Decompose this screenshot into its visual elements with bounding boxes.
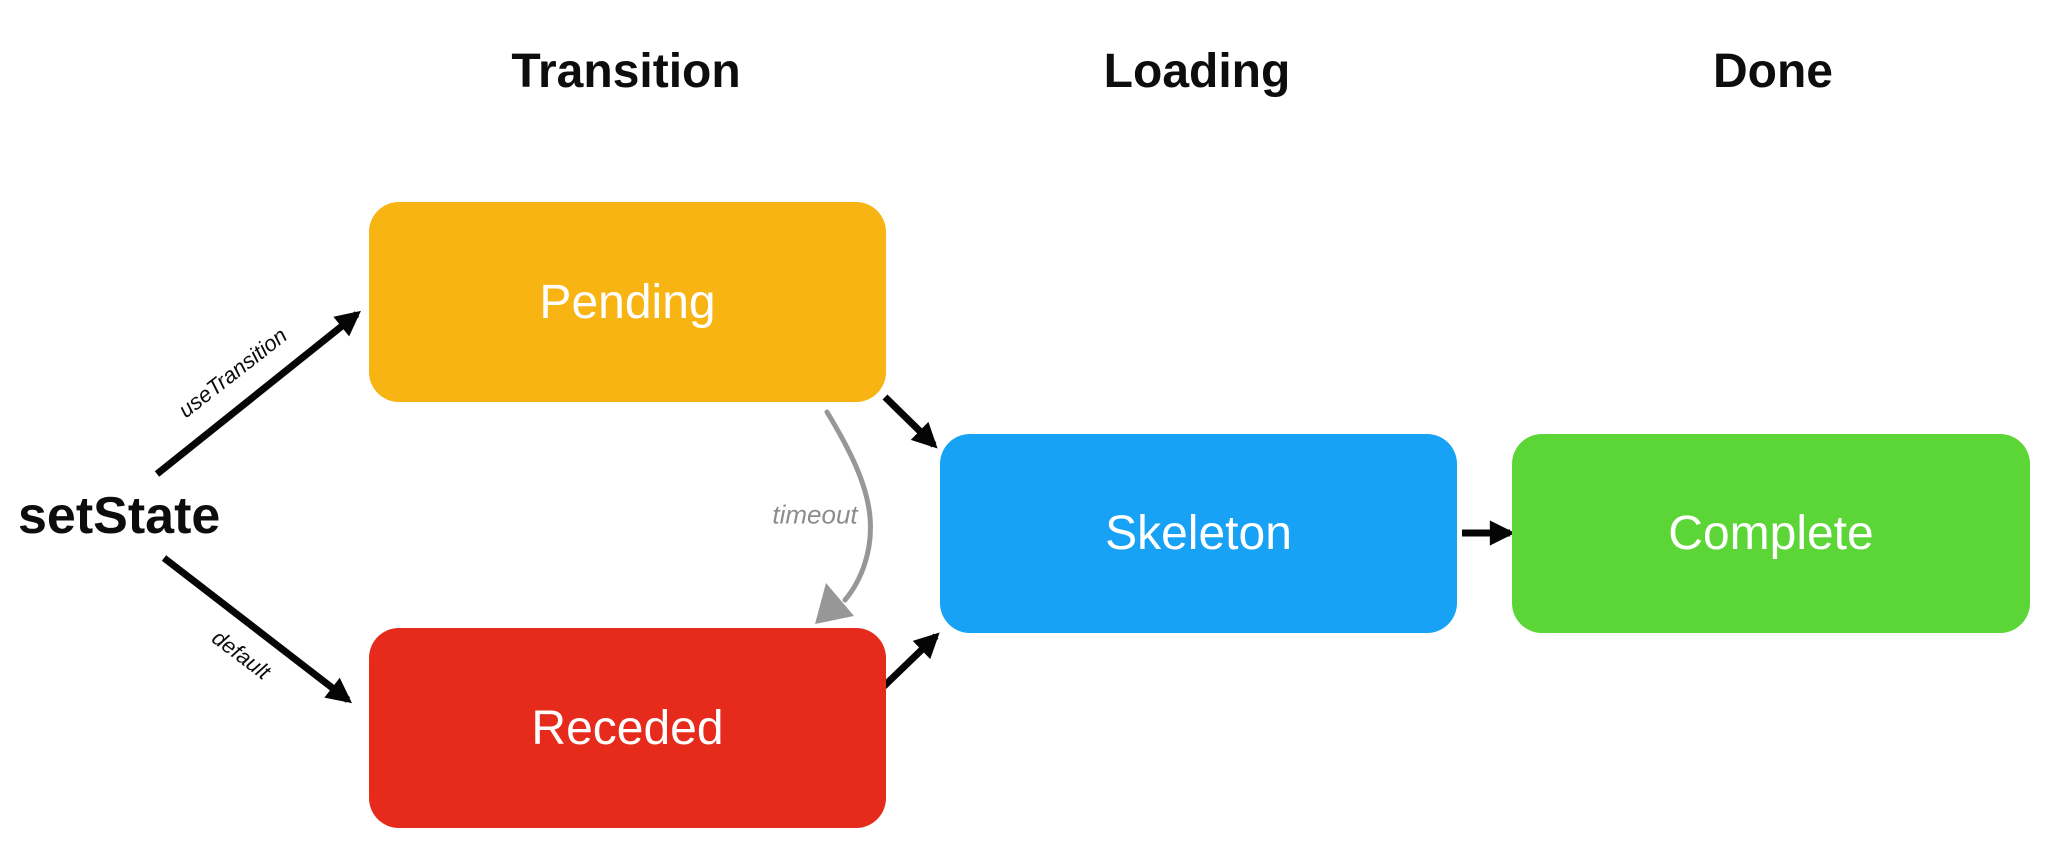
edge-usetransition-arrow [154,310,361,477]
node-receded: Receded [369,628,886,828]
setstate-label: setState [18,487,221,545]
edge-receded-skeleton-arrow [877,632,940,693]
node-complete: Complete [1512,434,2030,633]
node-receded-label: Receded [531,701,724,755]
column-header-loading: Loading [1103,45,1291,98]
column-header-transition: Transition [511,45,741,98]
edge-label-timeout: timeout [772,499,858,530]
node-skeleton-label: Skeleton [1105,507,1292,560]
edge-timeout-curve [824,409,873,603]
column-header-done: Done [1713,45,1833,98]
node-complete-label: Complete [1668,507,1874,560]
edge-timeout-arrowhead [815,583,854,624]
edge-default-arrow [161,555,352,704]
node-pending-label: Pending [539,275,716,329]
node-pending: Pending [369,202,886,402]
node-skeleton: Skeleton [940,434,1457,633]
edge-pending-skeleton-arrow [882,394,938,449]
